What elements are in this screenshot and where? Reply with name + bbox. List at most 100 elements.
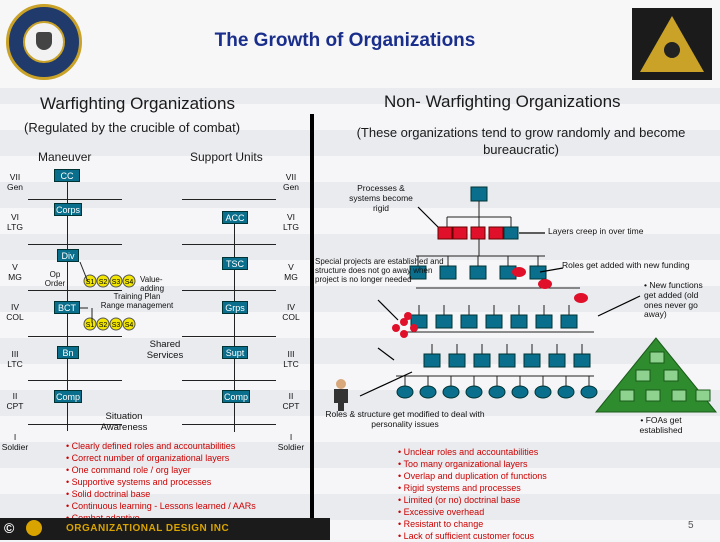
bullet-item: • Too many organizational layers — [398, 459, 528, 469]
org-box — [469, 265, 487, 280]
org-box — [435, 314, 453, 329]
level-label-left-5: II CPT — [6, 391, 24, 411]
box-supt: Supt — [222, 346, 248, 359]
level-label-left-2: V MG — [8, 262, 22, 282]
pyramid-logo — [632, 8, 712, 80]
s-chip-label: S4 — [125, 322, 134, 329]
foa-box — [649, 351, 665, 364]
level-label-right-5: II CPT — [282, 391, 300, 411]
s-chip-label: S1 — [86, 279, 95, 286]
org-box — [460, 314, 478, 329]
s-chip-label: S3 — [112, 279, 121, 286]
level-label-left-3: IV COL — [6, 302, 24, 322]
non-warfighting-heading: Non- Warfighting Organizations — [384, 92, 621, 111]
op-order-label: Op Order — [44, 270, 66, 289]
org-box — [423, 353, 441, 368]
level-label-right-1: VI LTG — [283, 212, 299, 232]
org-box — [529, 265, 547, 280]
copyright-mark: © — [4, 520, 15, 536]
bullet-item: • Lack of sufficient customer focus — [398, 531, 535, 541]
box-corps: Corps — [54, 203, 82, 216]
s-chip — [96, 317, 110, 331]
level-label-left-1: VI LTG — [7, 212, 23, 232]
s-chip-label: S2 — [99, 279, 108, 286]
bullet-item: • Solid doctrinal base — [66, 489, 151, 499]
level-label-right-6: I Soldier — [277, 432, 305, 452]
layers-annotation: Layers creep in over time — [548, 226, 644, 236]
bullet-item: • Correct number of organizational layer… — [66, 453, 230, 463]
level-label-left-6: I Soldier — [1, 432, 29, 452]
s-chip — [109, 274, 123, 288]
level-label-right-4: III LTC — [283, 349, 299, 369]
header-band — [0, 0, 720, 88]
org-oval — [442, 385, 460, 399]
brand-name: ORGANIZATIONAL DESIGN INC — [66, 523, 230, 534]
box-bn: Bn — [57, 346, 79, 359]
roles-funding-annotation: Roles get added with new funding — [562, 260, 690, 270]
s-chip — [122, 317, 136, 331]
section-divider — [310, 114, 314, 528]
org-oval — [534, 385, 552, 399]
org-oval — [419, 385, 437, 399]
org-box — [523, 353, 541, 368]
brand-icon — [26, 520, 42, 536]
processes-annotation: Processes & systems become rigid — [349, 183, 413, 213]
org-box — [485, 314, 503, 329]
bullet-item: • Resistant to change — [398, 519, 484, 529]
box-div: Div — [57, 249, 79, 262]
foa-box — [635, 369, 651, 382]
org-box — [510, 314, 528, 329]
org-oval — [511, 385, 529, 399]
org-oval — [465, 385, 483, 399]
foa-box — [619, 389, 635, 402]
s-chip-label: S1 — [86, 322, 95, 329]
bullet-item: • Clearly defined roles and accountabili… — [66, 441, 236, 451]
box-bct: BCT — [54, 301, 80, 314]
org-oval — [488, 385, 506, 399]
footer-bar: © ORGANIZATIONAL DESIGN INC — [0, 518, 330, 540]
box-acc: ACC — [222, 211, 248, 224]
bullet-item: • Unclear roles and accountabilities — [398, 447, 539, 457]
bullet-item: • Limited (or no) doctrinal base — [398, 495, 521, 505]
org-oval — [580, 385, 598, 399]
org-oval — [557, 385, 575, 399]
s-chip-label: S2 — [99, 322, 108, 329]
s-chip-label: S3 — [112, 322, 121, 329]
foa-box — [663, 369, 679, 382]
s-chip — [96, 274, 110, 288]
level-label-left-0: VII Gen — [6, 172, 24, 192]
value-adding-label: Value- adding — [140, 275, 165, 294]
warfighting-subheading: (Regulated by the crucible of combat) — [24, 120, 241, 135]
non-warfighting-subheading: (These organizations tend to grow random… — [356, 125, 686, 157]
non-warfighting-bullets: • Unclear roles and accountabilities • T… — [398, 446, 547, 542]
bullet-item: • Continuous learning - Lessons learned … — [66, 501, 256, 511]
bullet-item: • One command role / org layer — [66, 465, 191, 475]
box-comp-support: Comp — [222, 390, 250, 403]
shared-services-label: Shared Services — [146, 339, 184, 361]
bullet-item: • Excessive overhead — [398, 507, 485, 517]
box-grps: Grps — [222, 301, 248, 314]
level-label-left-4: III LTC — [7, 349, 23, 369]
special-projects-annotation: Special projects are established and str… — [315, 257, 444, 285]
box-cc: CC — [54, 169, 80, 182]
s-chip — [122, 274, 136, 288]
org-box — [535, 314, 553, 329]
foa-box — [695, 389, 711, 402]
new-functions-annotation: • New functions get added (old ones neve… — [644, 280, 703, 320]
army-seal-logo — [6, 4, 82, 80]
org-box — [473, 353, 491, 368]
s-chip — [109, 317, 123, 331]
warfighting-heading: Warfighting Organizations — [40, 94, 235, 113]
level-label-right-0: VII Gen — [282, 172, 300, 192]
maneuver-label: Maneuver — [38, 150, 92, 164]
foas-annotation: • FOAs get established — [639, 415, 683, 435]
page-title: The Growth of Organizations — [214, 30, 476, 51]
foa-box — [645, 389, 661, 402]
org-box — [548, 353, 566, 368]
s-chips-bottom: S1 S2 S3 S4 — [83, 317, 136, 331]
org-box — [498, 353, 516, 368]
support-units-label: Support Units — [190, 150, 263, 164]
page-number: 5 — [688, 520, 694, 531]
